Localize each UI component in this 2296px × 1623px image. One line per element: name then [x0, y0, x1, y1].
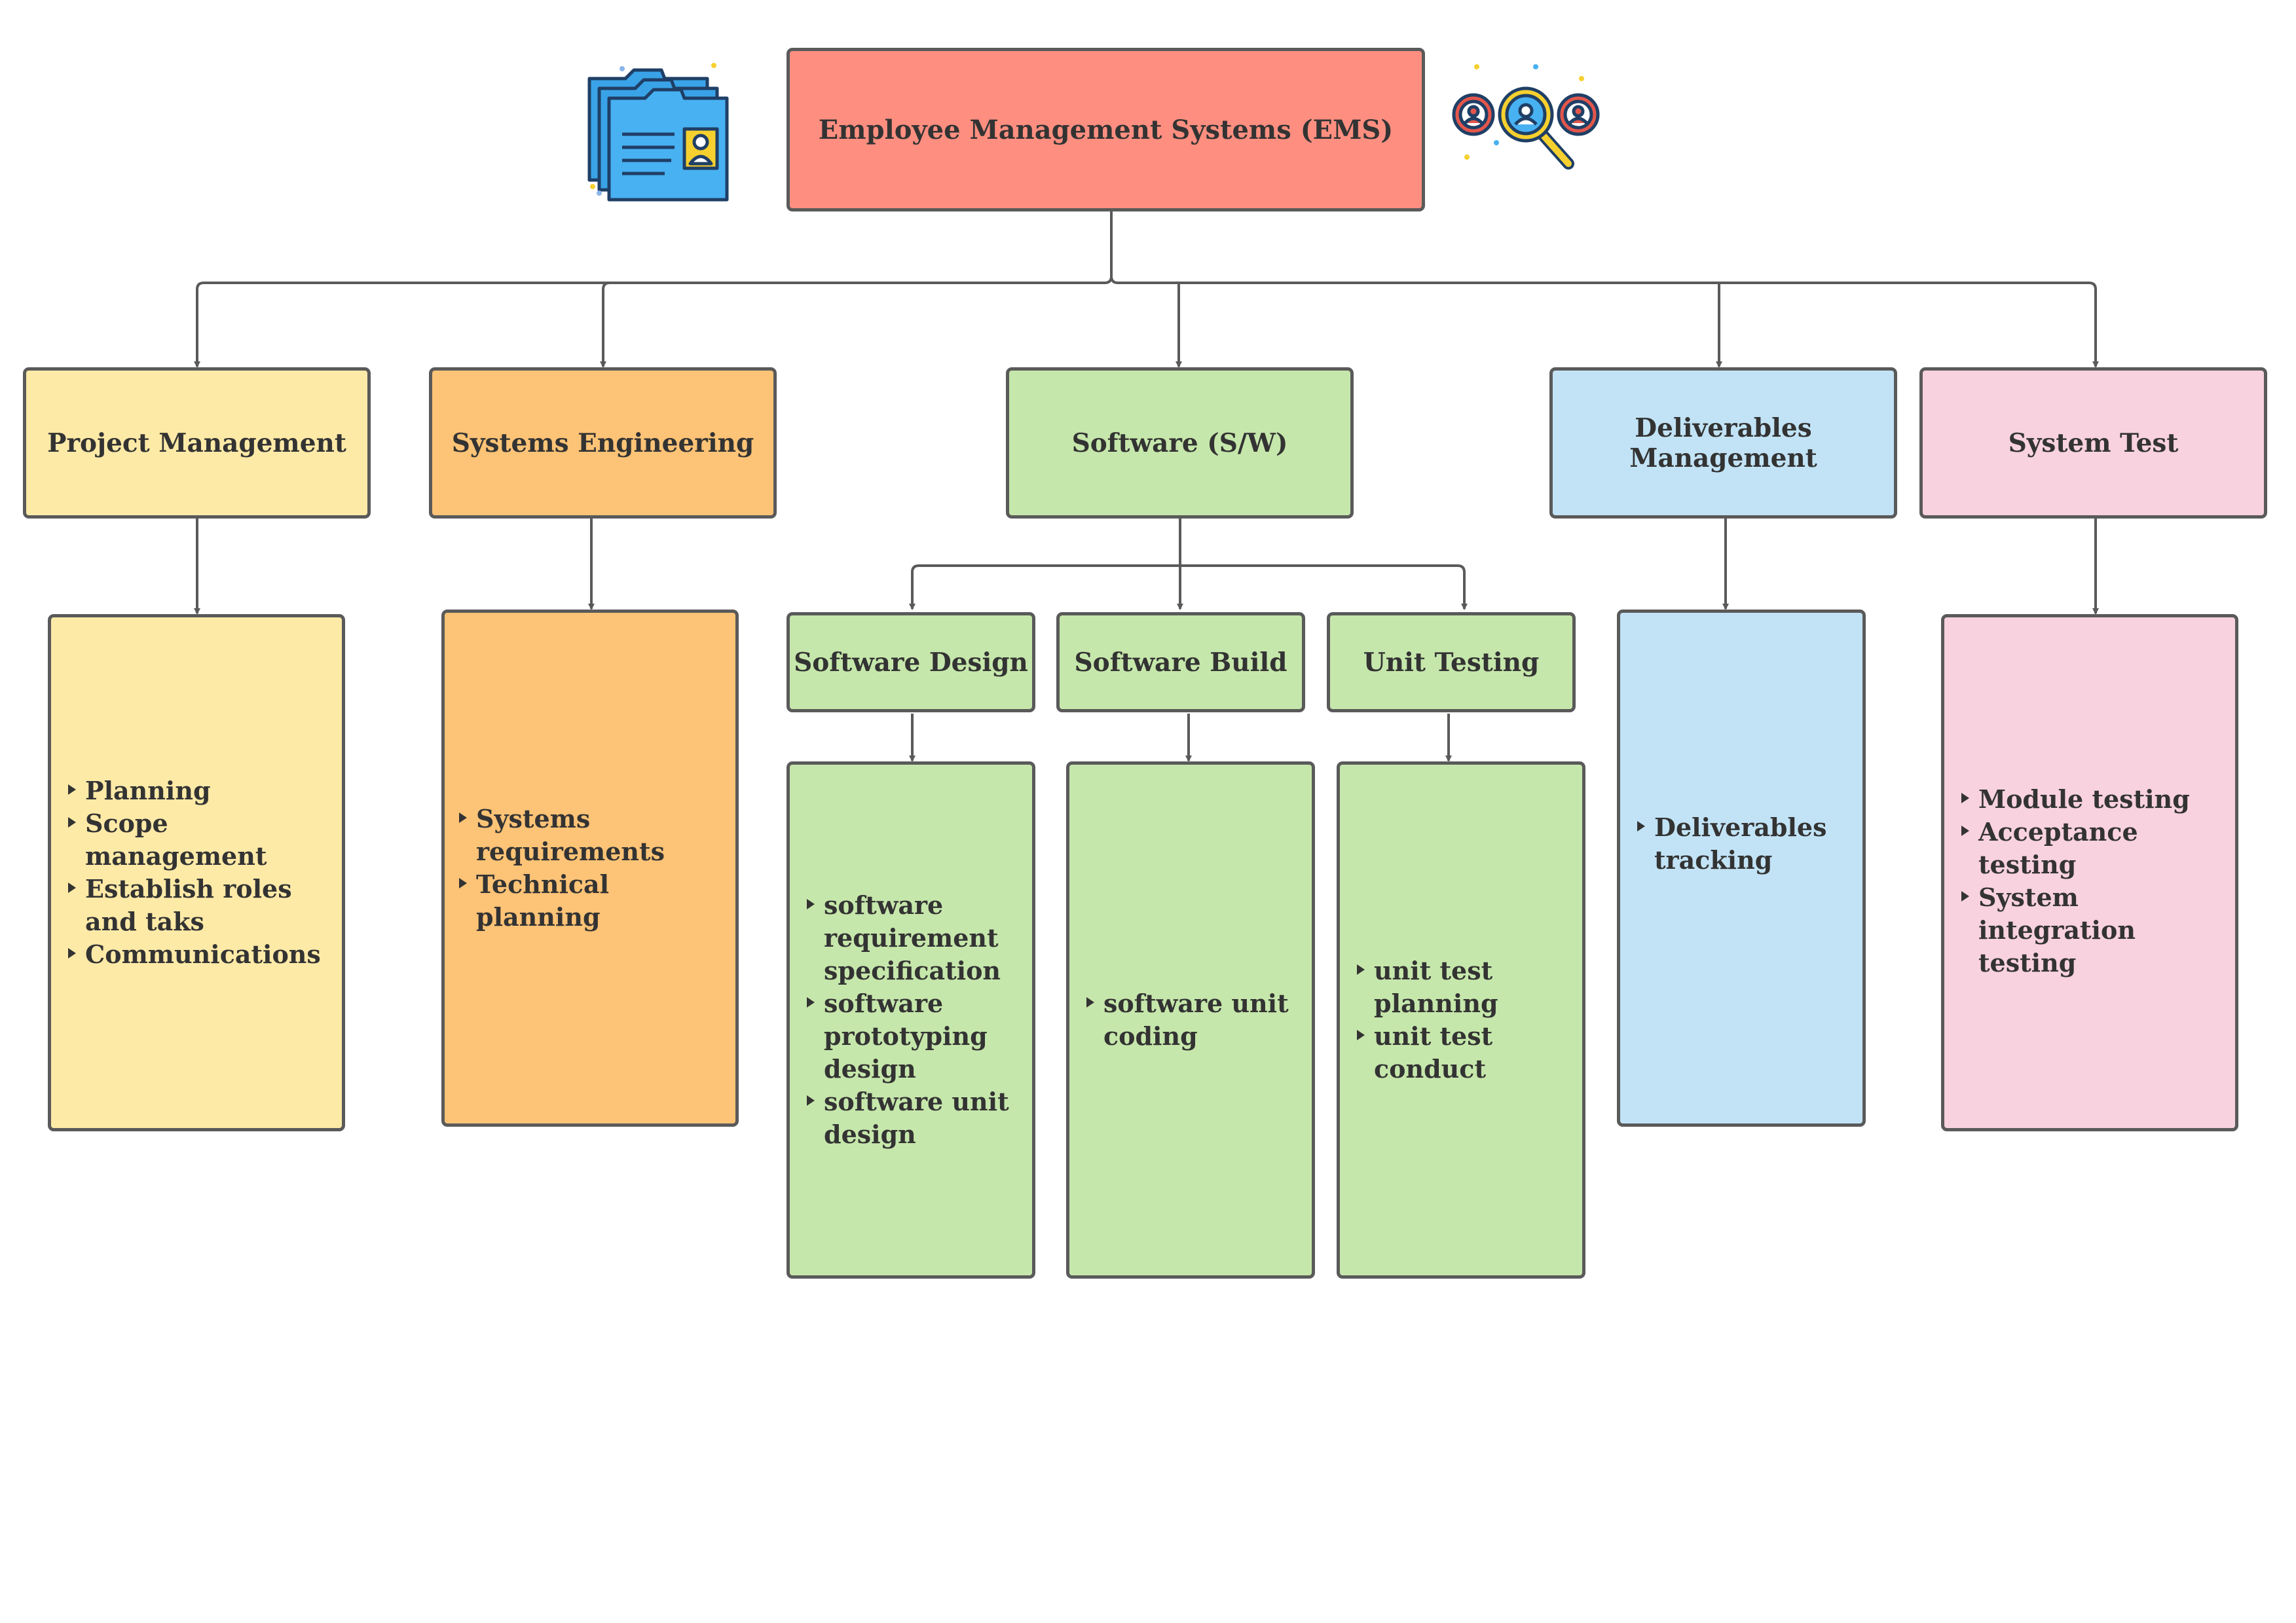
list-item: Establish roles and taks: [67, 873, 342, 938]
deliverables-management-label: Deliverables Management: [1629, 412, 1817, 473]
list-item: Deliverables tracking: [1636, 811, 1862, 877]
software-build-details: software unit coding: [1066, 761, 1315, 1279]
list-item: unit test conduct: [1356, 1020, 1582, 1085]
deliverables-management-node[interactable]: Deliverables Management: [1549, 367, 1897, 519]
project-management-label: Project Management: [47, 428, 346, 458]
unit-testing-list: unit test planning unit test conduct: [1340, 955, 1582, 1085]
project-management-node[interactable]: Project Management: [23, 367, 371, 519]
list-item: Acceptance testing: [1960, 816, 2235, 881]
software-design-node[interactable]: Software Design: [787, 612, 1035, 712]
system-test-list: Module testing Acceptance testing System…: [1944, 783, 2235, 979]
software-design-list: software requirement specification softw…: [790, 889, 1032, 1151]
list-item: software requirement specification: [805, 889, 1032, 987]
deliverables-management-details: Deliverables tracking: [1617, 610, 1866, 1127]
project-management-list: Planning Scope management Establish role…: [51, 775, 342, 971]
root-title: Employee Management Systems (EMS): [818, 114, 1394, 145]
software-label: Software (S/W): [1071, 428, 1288, 458]
people-search-icon: [1452, 64, 1600, 170]
list-item: unit test planning: [1356, 955, 1582, 1020]
list-item: software unit coding: [1085, 987, 1312, 1053]
systems-engineering-details: Systems requirements Technical planning: [441, 610, 739, 1127]
list-item: software unit design: [805, 1085, 1032, 1151]
systems-engineering-list: Systems requirements Technical planning: [445, 803, 735, 934]
list-item: Technical planning: [458, 868, 735, 934]
unit-testing-node[interactable]: Unit Testing: [1327, 612, 1576, 712]
root-node[interactable]: Employee Management Systems (EMS): [787, 48, 1425, 211]
deliverables-management-list: Deliverables tracking: [1620, 811, 1862, 877]
contact-folders-icon: [587, 63, 729, 202]
system-test-label: System Test: [2008, 428, 2179, 458]
software-node[interactable]: Software (S/W): [1006, 367, 1354, 519]
system-test-node[interactable]: System Test: [1919, 367, 2267, 519]
list-item: Module testing: [1960, 783, 2235, 816]
software-design-label: Software Design: [794, 647, 1028, 678]
list-item: Systems requirements: [458, 803, 735, 868]
systems-engineering-label: Systems Engineering: [451, 428, 754, 458]
unit-testing-details: unit test planning unit test conduct: [1337, 761, 1585, 1279]
project-management-details: Planning Scope management Establish role…: [48, 614, 345, 1131]
systems-engineering-node[interactable]: Systems Engineering: [429, 367, 777, 519]
unit-testing-label: Unit Testing: [1363, 647, 1540, 678]
system-test-details: Module testing Acceptance testing System…: [1941, 614, 2238, 1131]
list-item: System integration testing: [1960, 881, 2235, 979]
software-build-node[interactable]: Software Build: [1056, 612, 1305, 712]
list-item: Communications: [67, 938, 342, 971]
list-item: software prototyping design: [805, 987, 1032, 1085]
list-item: Planning: [67, 775, 342, 807]
software-build-list: software unit coding: [1069, 987, 1312, 1053]
software-build-label: Software Build: [1074, 647, 1287, 678]
software-design-details: software requirement specification softw…: [787, 761, 1035, 1279]
list-item: Scope management: [67, 807, 342, 873]
